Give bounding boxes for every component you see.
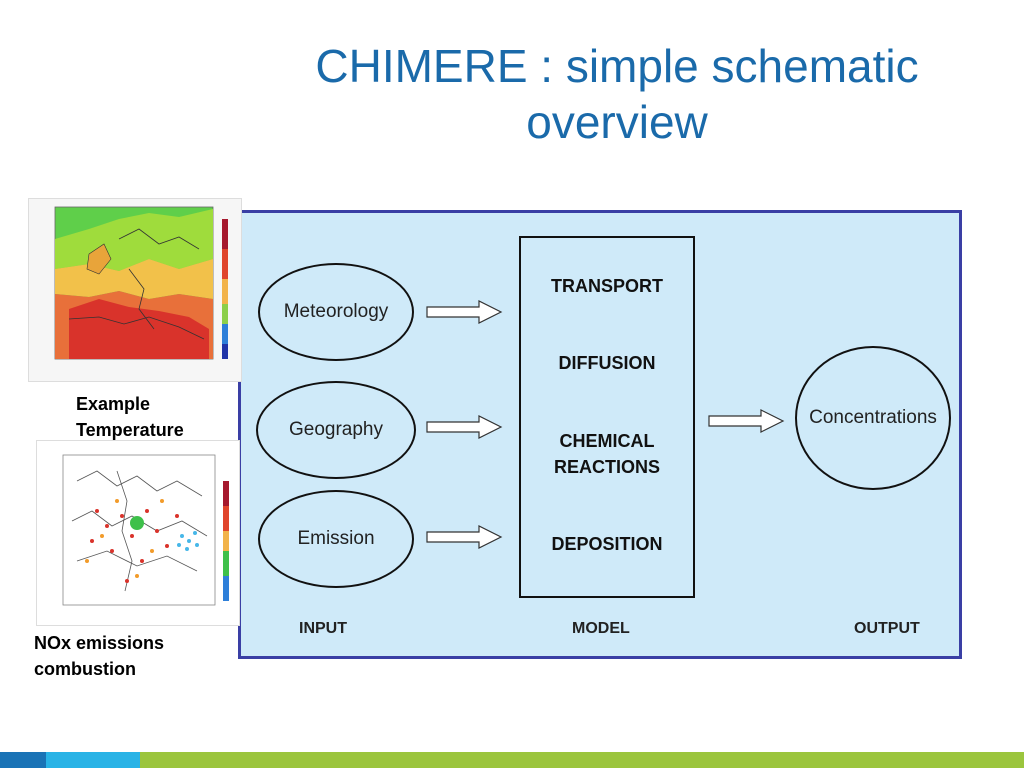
- process-diffusion: DIFFUSION: [558, 353, 656, 373]
- temperature-map-image: [28, 198, 242, 382]
- arrow-model-to-output: [708, 409, 785, 433]
- input-emission-label: Emission: [297, 528, 375, 549]
- title-line-1: CHIMERE : simple schematic: [315, 40, 919, 92]
- arrow-geography-to-model: [426, 415, 503, 439]
- nox-caption-line2: combustion: [34, 659, 136, 679]
- temperature-caption: Example Temperature: [76, 391, 184, 443]
- footer-bar-green: [140, 752, 1024, 768]
- process-chemical-line2: REACTIONS: [553, 457, 660, 477]
- arrow-meteorology-to-model: [426, 300, 503, 324]
- title-line-2: overview: [526, 96, 708, 148]
- input-meteorology-label: Meteorology: [283, 301, 389, 322]
- column-label-input: INPUT: [299, 620, 347, 637]
- footer-bar-dark-blue: [0, 752, 46, 768]
- process-chemical-reactions: CHEMICAL REACTIONS: [519, 428, 695, 480]
- slide-title: CHIMERE : simple schematic overview: [250, 38, 984, 150]
- process-transport: TRANSPORT: [551, 276, 663, 296]
- temperature-caption-line2: Temperature: [76, 420, 184, 440]
- process-deposition: DEPOSITION: [551, 534, 663, 554]
- column-label-model: MODEL: [572, 620, 630, 637]
- nox-caption-line1: NOx emissions: [34, 633, 165, 653]
- temperature-caption-line1: Example: [76, 394, 151, 414]
- model-box: [519, 236, 695, 598]
- output-concentrations-oval: Concentrations: [795, 346, 951, 490]
- arrow-emission-to-model: [426, 525, 503, 549]
- input-geography-label: Geography: [288, 419, 383, 440]
- input-geography-oval: Geography: [256, 381, 416, 479]
- output-concentrations-label: Concentrations: [809, 407, 937, 428]
- nox-caption: NOx emissions combustion: [34, 630, 164, 682]
- nox-emissions-map-graphic: [37, 441, 239, 625]
- input-emission-oval: Emission: [258, 490, 414, 588]
- footer-bar-light-blue: [46, 752, 140, 768]
- input-meteorology-oval: Meteorology: [258, 263, 414, 361]
- nox-emissions-map-image: [36, 440, 240, 626]
- temperature-map-graphic: [29, 199, 241, 381]
- process-chemical-line1: CHEMICAL: [559, 431, 655, 451]
- column-label-output: OUTPUT: [854, 620, 920, 637]
